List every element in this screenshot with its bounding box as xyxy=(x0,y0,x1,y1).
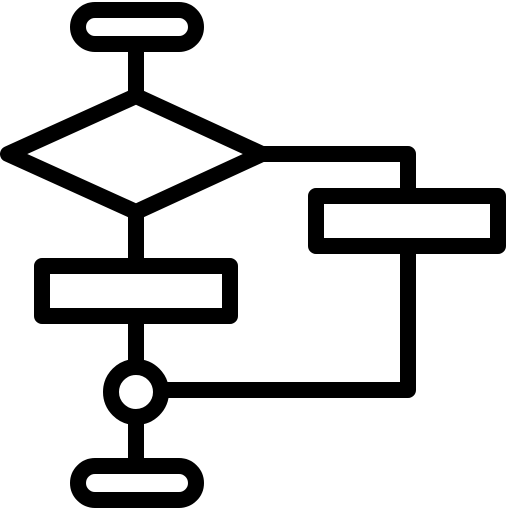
decision-diamond xyxy=(0,88,270,220)
start-terminal xyxy=(70,2,204,52)
process-left-box xyxy=(34,258,238,324)
end-terminal xyxy=(70,458,204,508)
edge-process-right-to-merge xyxy=(152,238,416,398)
merge-connector-circle xyxy=(103,359,169,425)
process-right-box xyxy=(308,188,506,254)
edge-decision-to-process-right xyxy=(254,146,416,204)
